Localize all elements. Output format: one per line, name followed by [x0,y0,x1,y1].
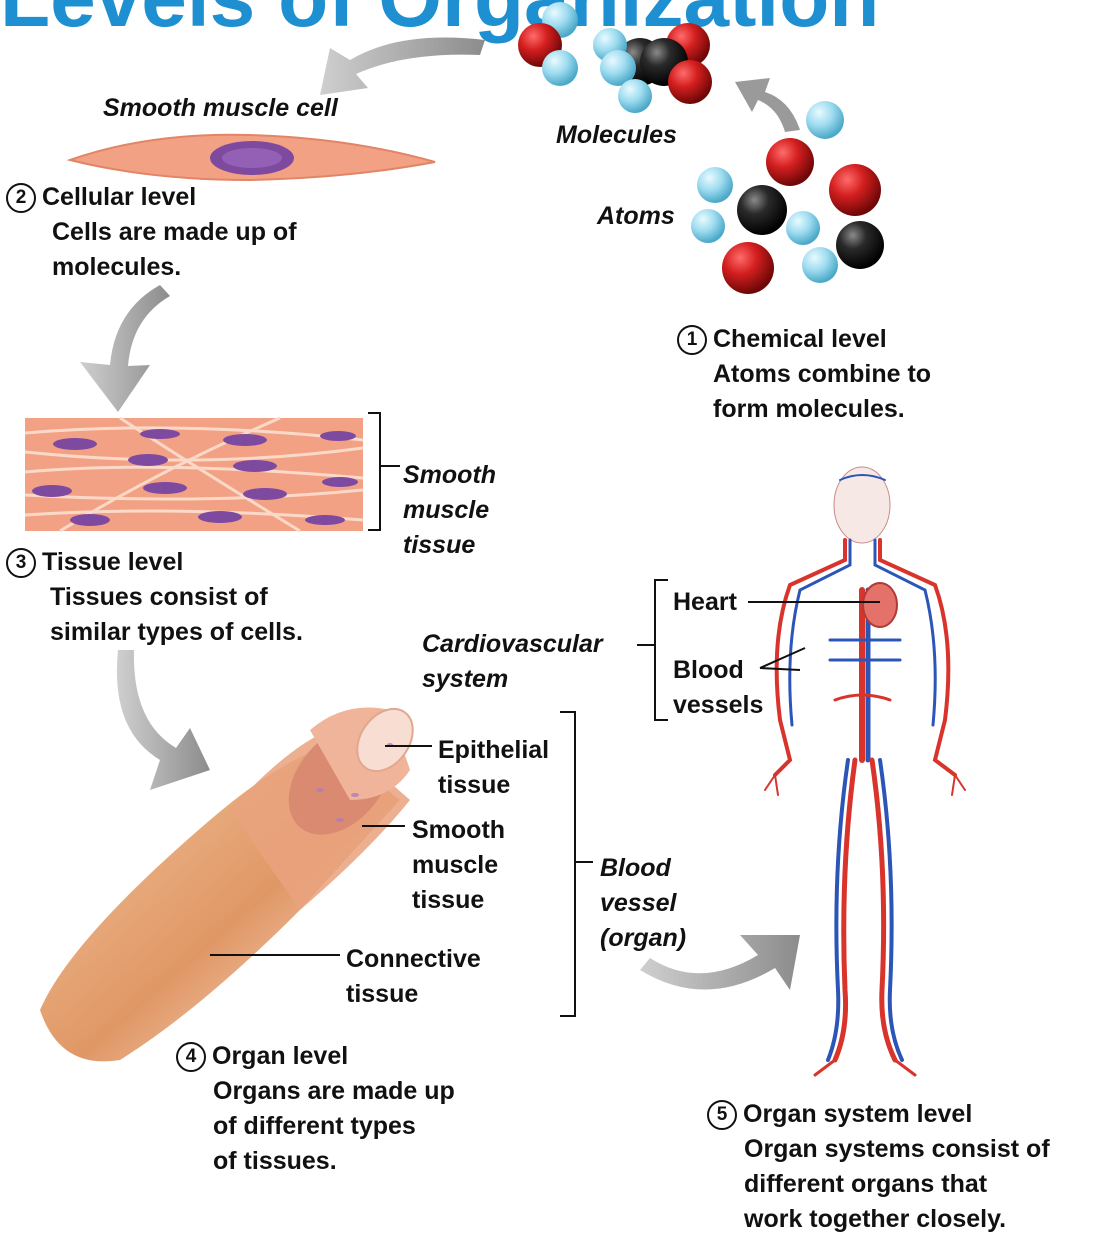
arrow-atoms-to-molecules [735,78,800,132]
arrow-molecules-to-cell [320,38,485,96]
label-connective-tissue: Connective tissue [346,942,481,1012]
label-blood-vessel-organ: Blood vessel (organ) [600,851,686,956]
label-smooth-muscle-cell: Smooth muscle cell [103,91,338,126]
label-organ-smooth-muscle-tissue: Smooth muscle tissue [412,813,505,918]
organ-bracket [560,712,575,1016]
caption-tissue-level: 3Tissue level Tissues consist of similar… [6,545,303,650]
cardiovascular-figure [765,467,965,1075]
caption-chemical-level: 1Chemical level Atoms combine to form mo… [677,322,931,427]
step-number-5: 5 [707,1100,737,1130]
smooth-muscle-tissue [25,418,363,531]
caption-organ-system-level: 5Organ system level Organ systems consis… [707,1097,1050,1237]
leader-blood-vessels [760,648,805,670]
caption-organ-level: 4Organ level Organs are made up of diffe… [176,1039,455,1179]
step-number-2: 2 [6,183,36,213]
cardiovascular-bracket [655,580,668,720]
step-number-1: 1 [677,325,707,355]
label-cardiovascular-system: Cardiovascular system [422,627,603,697]
label-smooth-muscle-tissue: Smooth muscle tissue [403,458,496,563]
molecule-cluster [518,2,712,113]
label-heart: Heart [673,585,737,620]
label-blood-vessels: Blood vessels [673,653,763,723]
arrow-cell-to-tissue [80,285,170,412]
label-atoms: Atoms [597,199,675,234]
step-number-3: 3 [6,548,36,578]
smooth-muscle-cell [70,135,435,180]
label-molecules: Molecules [556,118,677,153]
label-epithelial-tissue: Epithelial tissue [438,733,549,803]
caption-cellular-level: 2Cellular level Cells are made up of mol… [6,180,297,285]
arrow-tissue-to-organ [117,650,210,790]
tissue-bracket [368,413,380,530]
step-number-4: 4 [176,1042,206,1072]
